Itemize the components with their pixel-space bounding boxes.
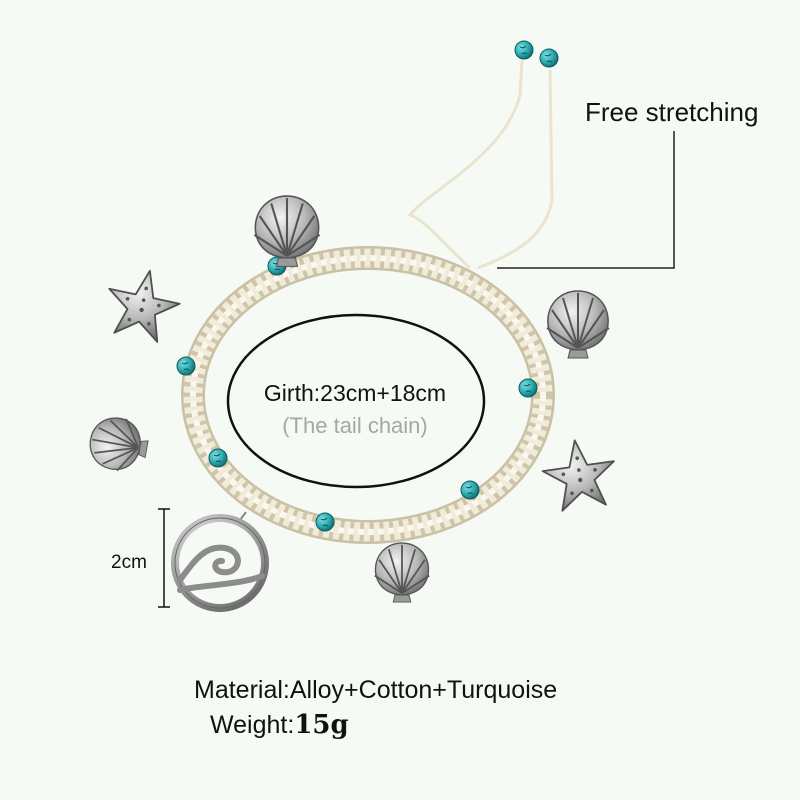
material-spec: Material:Alloy+Cotton+Turquoise <box>194 676 558 704</box>
tail-cords <box>407 40 559 270</box>
starfish-charm-icon <box>538 434 621 514</box>
charm-size-annotation: 2cm <box>111 552 147 573</box>
wave-charm-icon <box>171 511 269 612</box>
tail-bead-left-icon <box>514 40 534 60</box>
weight-value: 15g <box>294 710 349 740</box>
tail-chain-annotation: (The tail chain) <box>282 413 428 438</box>
turquoise-bead-icon <box>176 356 196 376</box>
weight-label: Weight: <box>210 711 295 739</box>
braided-cord <box>181 246 555 544</box>
tail-bead-right-icon <box>539 48 559 68</box>
girth-annotation: Girth:23cm+18cm <box>263 380 447 406</box>
turquoise-bead-icon <box>460 480 480 500</box>
starfish-charm-icon <box>99 262 187 346</box>
shell-charm-icon <box>373 542 431 603</box>
stretch-annotation: Free stretching <box>585 97 759 127</box>
weight-spec: Weight:15g <box>210 710 349 740</box>
shell-charm-icon <box>546 290 610 359</box>
girth-ellipse <box>226 313 486 489</box>
annotation-lines <box>158 131 675 608</box>
turquoise-bead-icon <box>518 378 538 398</box>
stretch-leader-line <box>497 131 675 269</box>
charms <box>85 195 621 612</box>
shell-charm-icon <box>85 412 153 476</box>
turquoise-bead-icon <box>208 448 228 468</box>
turquoise-bead-icon <box>315 512 335 532</box>
